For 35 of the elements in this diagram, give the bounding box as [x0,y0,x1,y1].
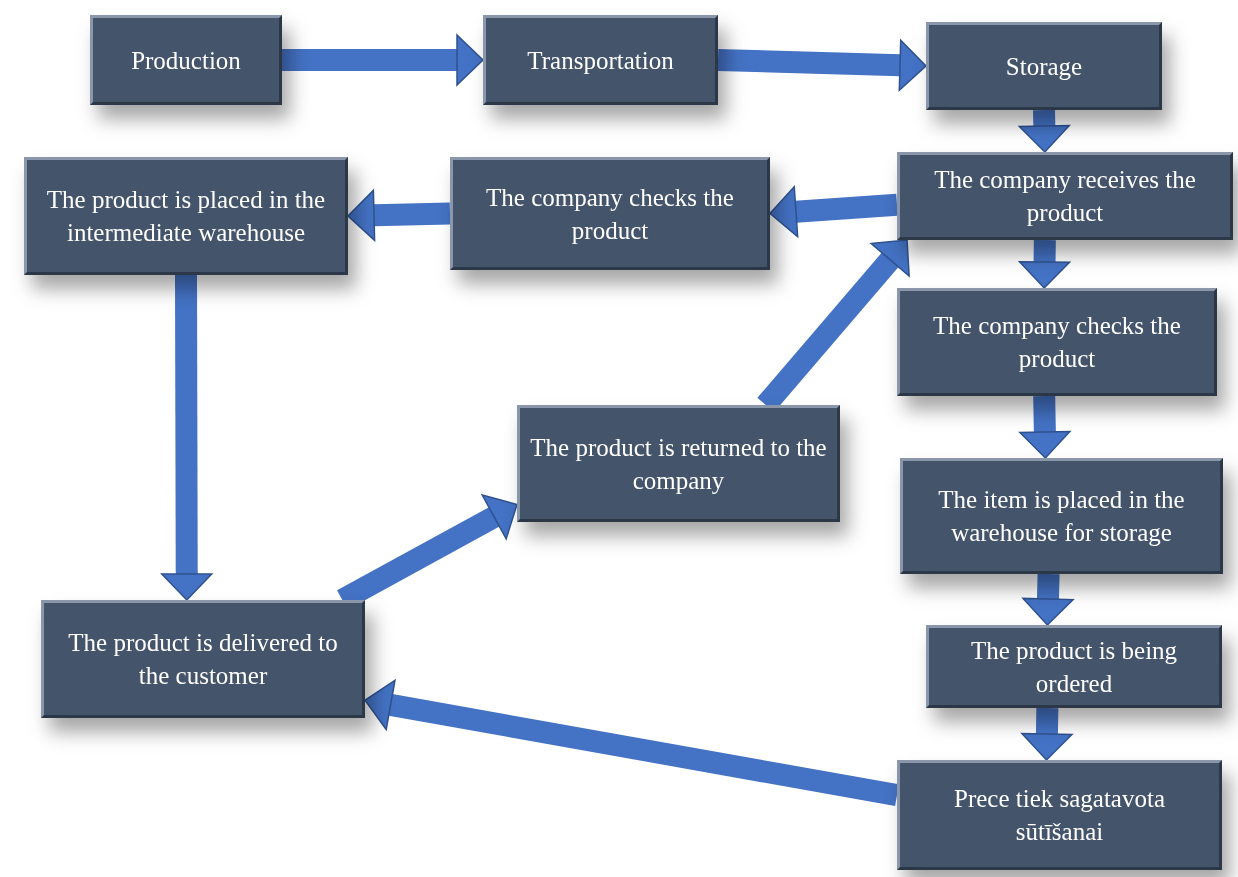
block-arrow [161,274,213,601]
box-label: The product is placed in the intermediate warehouse [45,185,327,248]
process-box [926,625,1222,708]
process-box [41,600,365,718]
block-arrow [1021,707,1073,761]
process-box [897,152,1233,240]
block-arrow [282,34,484,86]
block-arrow [1019,395,1071,459]
box-label: The product is delivered to the customer [67,628,339,691]
box-label: The item is placed in the warehouse for storage [937,485,1186,548]
box-label: Prece tiek sagatavota sūtīšanai [953,784,1166,847]
block-arrow [347,189,451,242]
box-label: Transportation [527,45,674,76]
block-arrow [1022,573,1074,626]
box-label: The company checks the product [485,182,735,246]
process-box [926,22,1162,110]
box-label: Storage [1005,51,1083,82]
box-label: The product is being ordered [969,635,1179,699]
process-box [897,760,1222,870]
box-label: The company receives the product [933,165,1197,228]
process-box [517,405,840,522]
block-arrow [1018,109,1071,153]
process-box [90,15,282,105]
box-label: The product is returned to the company [530,432,827,496]
block-arrow [769,186,898,238]
block-arrow [717,39,927,91]
process-box [450,157,770,270]
process-box [897,288,1217,396]
process-box [24,157,348,275]
box-label: The company checks the product [932,311,1182,374]
block-arrow [1018,239,1071,289]
block-arrow [364,679,899,807]
process-box [900,458,1223,574]
box-label: Production [131,45,241,76]
process-box [483,15,718,105]
